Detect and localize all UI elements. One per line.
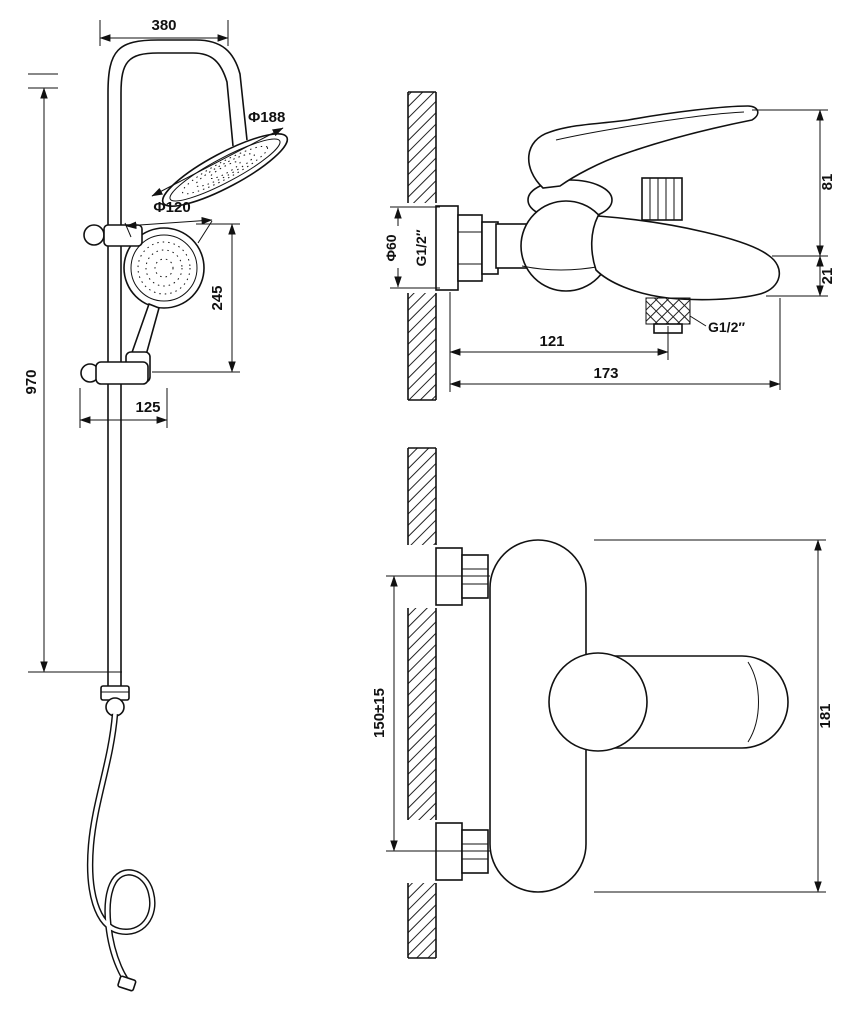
dim-body-height: 181	[594, 539, 834, 893]
wall-section-side	[404, 91, 440, 401]
dim-top-width: 380	[99, 17, 229, 46]
diverter-knob	[641, 177, 683, 221]
lower-bracket	[80, 361, 149, 385]
dim-center-distance: 150±15	[371, 575, 490, 852]
dim-flange: Φ60 G1/2″	[383, 206, 440, 289]
dim-label-181: 181	[817, 703, 834, 728]
dim-label-380: 380	[151, 17, 176, 34]
dim-outlet-thread: G1/2″	[689, 315, 745, 335]
dim-hand-drop: 245	[152, 223, 240, 373]
dim-label-phi188: Φ188	[248, 109, 285, 126]
mixer-front-view: 150±15 181	[371, 447, 834, 959]
pivot-cap	[548, 652, 648, 752]
dim-bracket-offset: 125	[79, 388, 168, 428]
shower-hose	[86, 713, 156, 992]
wall-section-front	[404, 447, 440, 959]
riser-pipe-inner	[120, 52, 234, 690]
dim-label-970: 970	[23, 369, 40, 394]
dim-label-81: 81	[819, 174, 836, 191]
dim-label-150: 150±15	[371, 688, 388, 738]
dim-label-173: 173	[593, 365, 618, 382]
dim-column-height: 970	[23, 73, 122, 673]
dim-label-wall-thread: G1/2″	[413, 229, 429, 266]
dim-label-phi120: Φ120	[153, 199, 190, 216]
dim-label-phi60: Φ60	[383, 234, 399, 261]
hand-shower	[123, 227, 205, 383]
spout-side	[590, 215, 781, 301]
bottom-elbow	[100, 685, 130, 717]
dim-label-125: 125	[135, 399, 160, 416]
wall-connection	[435, 205, 499, 291]
mixer-side-view: Φ60 G1/2″ 81 21 G1/2″ 121 173	[383, 91, 836, 401]
upper-bracket	[83, 224, 143, 247]
dim-head-diameter: Φ188	[151, 109, 285, 197]
dim-reach-side: 121 173	[449, 292, 781, 392]
dim-heights-side: 81 21	[752, 109, 836, 297]
shower-column-view: 380 Φ188 Φ120 245 970	[23, 17, 289, 992]
mixer-body-front	[489, 539, 789, 893]
dim-label-outlet-thread: G1/2″	[708, 319, 745, 335]
dim-label-245: 245	[209, 285, 226, 310]
dim-label-121: 121	[539, 333, 564, 350]
dim-label-21: 21	[819, 268, 836, 285]
mixer-body-side	[495, 105, 781, 334]
lever-handle-side	[528, 105, 759, 189]
dim-hand-diameter: Φ120	[124, 199, 213, 244]
